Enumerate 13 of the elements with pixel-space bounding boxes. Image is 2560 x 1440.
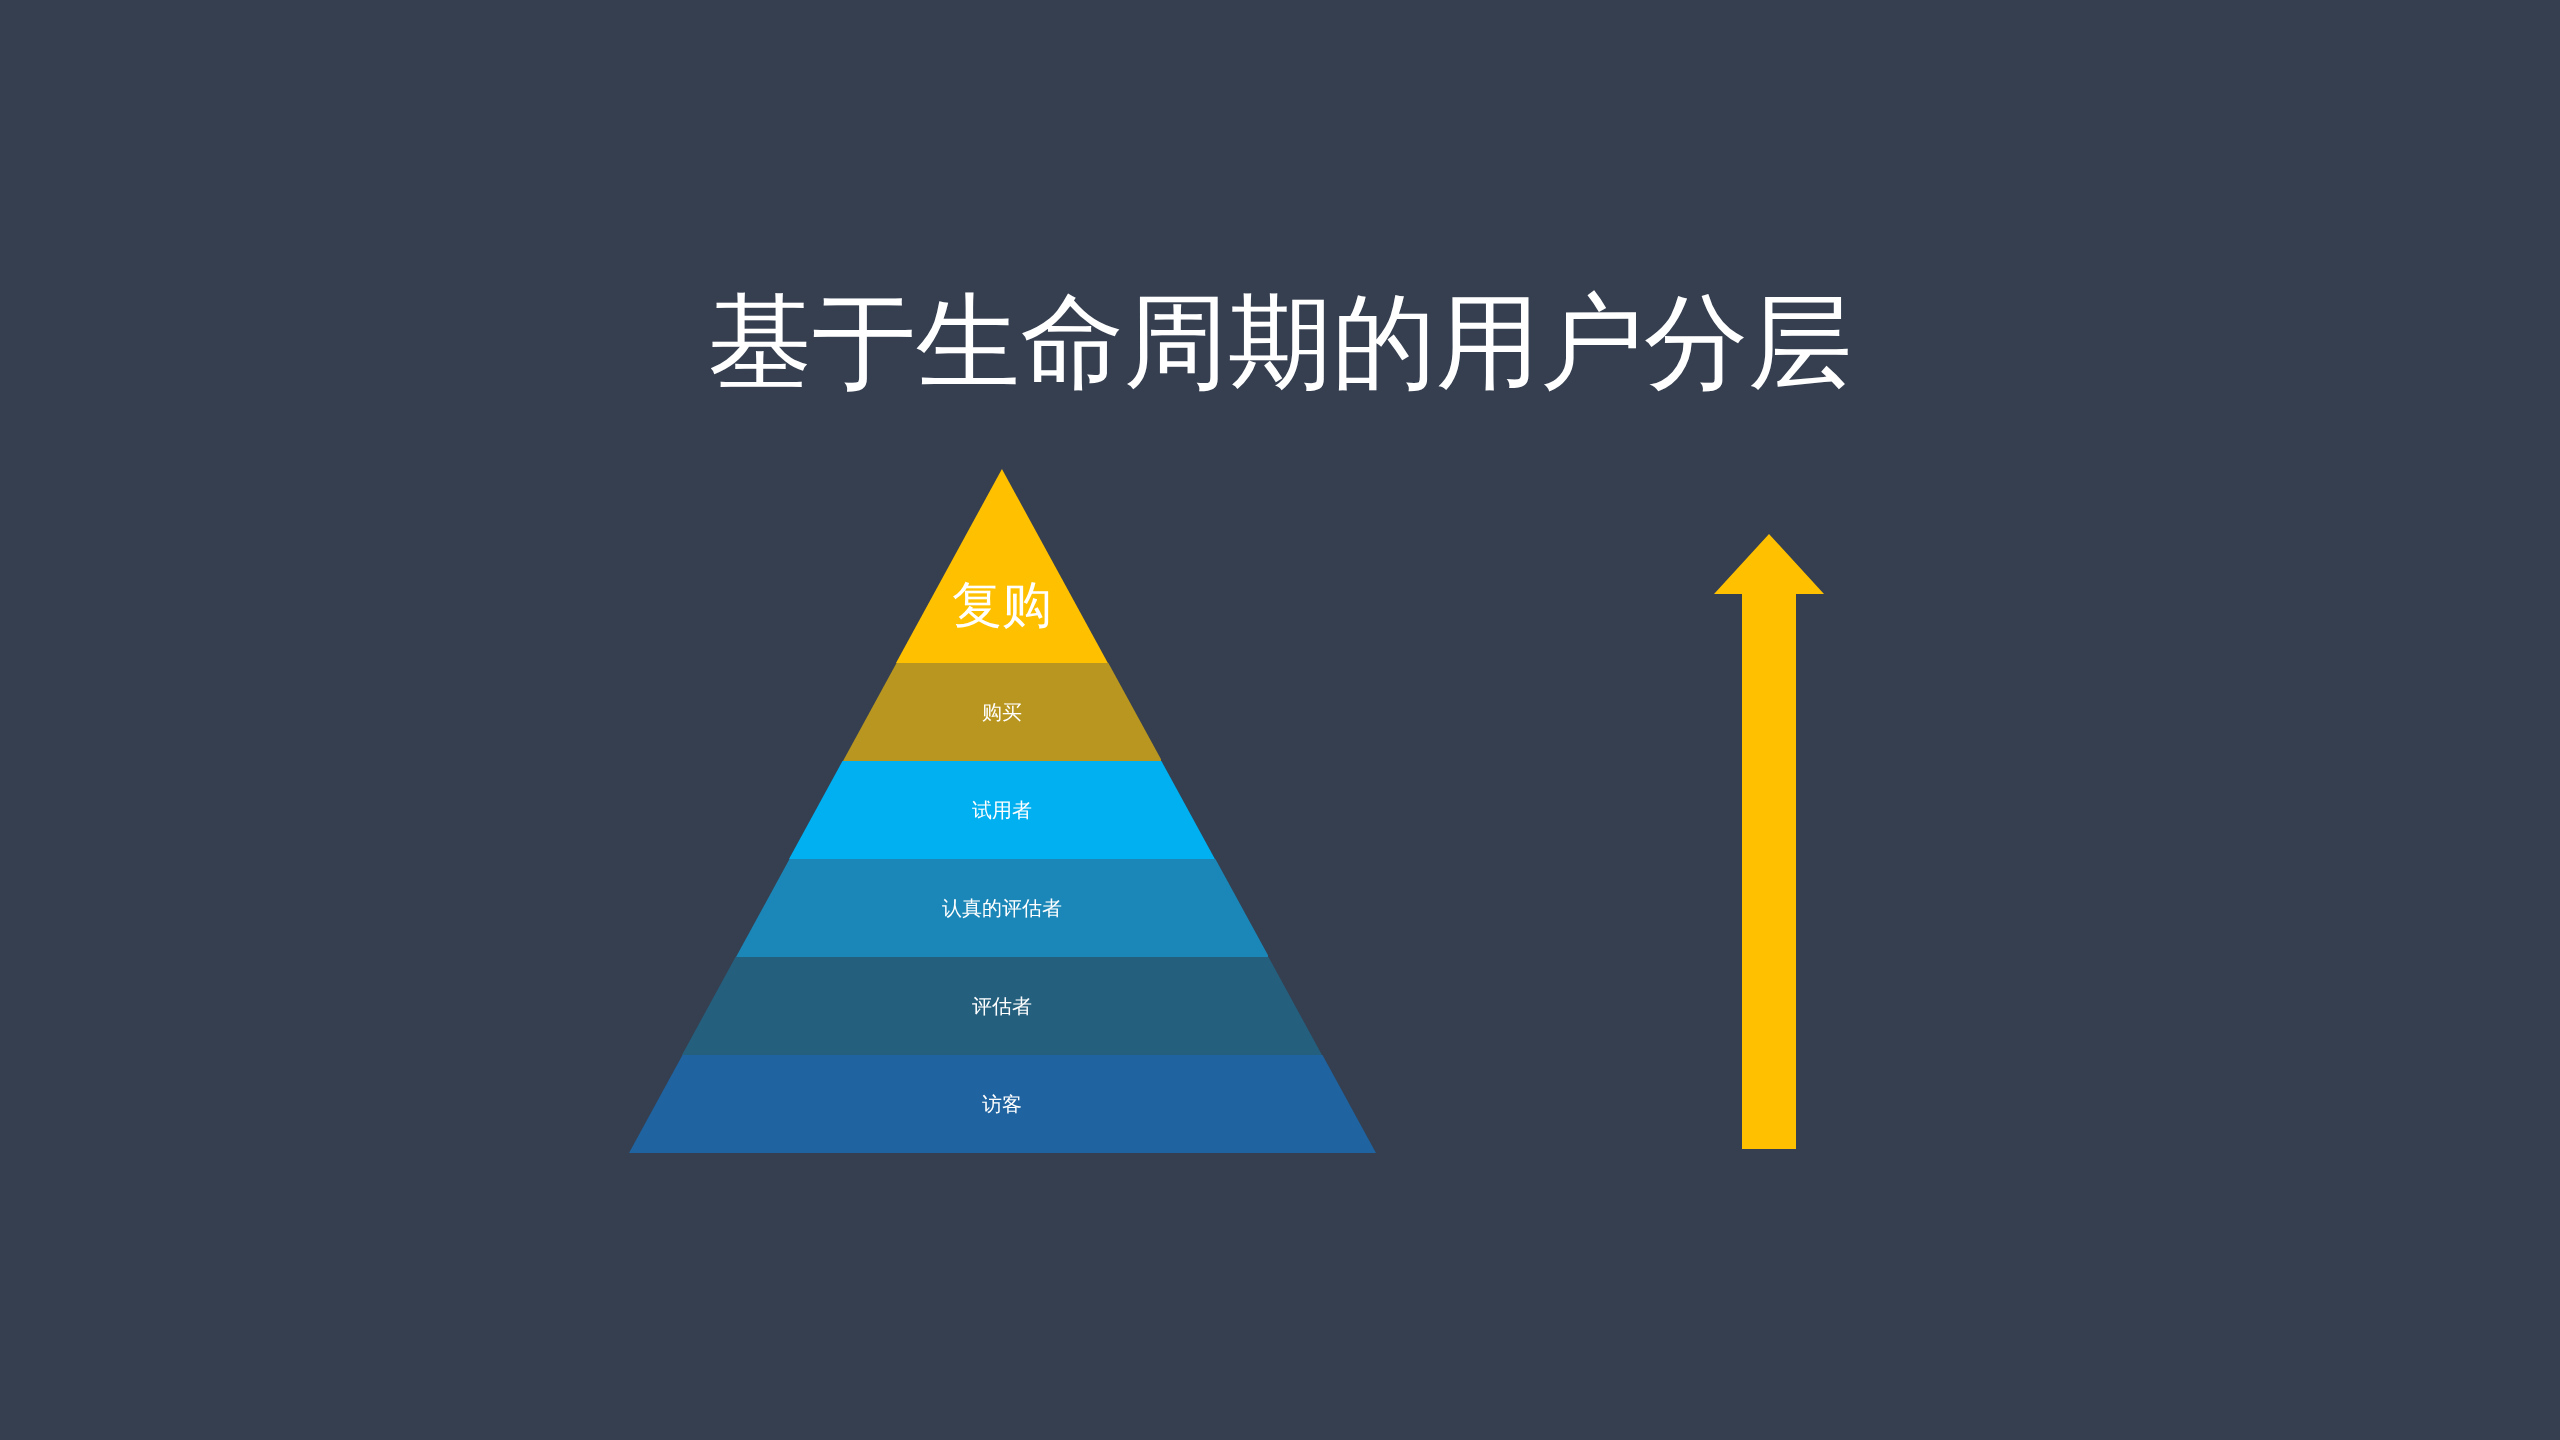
pyramid-layer (682, 957, 1322, 1055)
pyramid-layer (789, 761, 1215, 859)
pyramid-layer (842, 663, 1162, 761)
layer-label: 评估者 (972, 994, 1032, 1019)
pyramid-layer (896, 469, 1108, 663)
layer-label: 访客 (982, 1092, 1022, 1117)
pyramid-layer (628, 1055, 1376, 1153)
layer-label: 认真的评估者 (942, 896, 1062, 921)
title: 基于生命周期的用户分层 (708, 284, 1852, 402)
layer-label: 购买 (982, 700, 1022, 725)
pyramid-layer (735, 859, 1269, 957)
layer-label: 复购 (952, 576, 1052, 635)
layer-label: 试用者 (972, 798, 1032, 823)
